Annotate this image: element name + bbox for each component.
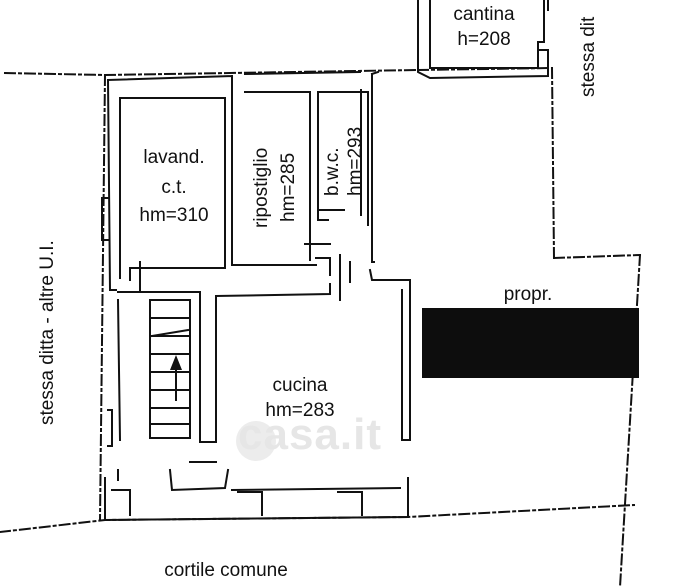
- propr-label: propr.: [503, 284, 553, 305]
- bwc-walls: [317, 73, 375, 263]
- ripostiglio-door: [315, 257, 331, 276]
- boundary-far-right-dashed: [618, 253, 642, 587]
- boundary-right-vertical-dashed: [550, 66, 556, 260]
- ripostiglio-label: ripostiglio: [251, 147, 272, 228]
- outer-wall-top: [106, 70, 380, 87]
- bottom-window-left: [111, 489, 131, 516]
- boundary-top-left-dashed: [3, 71, 107, 77]
- watermark-logo-icon: [236, 421, 276, 461]
- lavanderia-ct: c.t.: [161, 177, 187, 198]
- boundary-left-dashed: [98, 73, 107, 522]
- stair-diagonal: [150, 328, 190, 338]
- top-right-label: stessa dit: [578, 16, 599, 97]
- misc-door-marks: [304, 243, 341, 301]
- cantina-walls: [417, 0, 549, 80]
- cucina-label: cucina: [272, 375, 328, 396]
- lavanderia-label: lavand.: [143, 147, 205, 168]
- boundary-top-dashed: [103, 68, 420, 77]
- lavanderia-walls: [119, 97, 226, 281]
- boundary-right-lane-dashed: [552, 253, 642, 260]
- cantina-label: cantina: [453, 4, 515, 25]
- bwc-height: hm=293: [345, 126, 366, 196]
- lavanderia-height: hm=310: [139, 205, 209, 226]
- outer-wall-bottom: [104, 477, 409, 522]
- ripostiglio-walls: [231, 85, 317, 266]
- propr-block: [422, 308, 639, 378]
- bottom-window-mid: [237, 491, 363, 516]
- cucina-height: hm=283: [265, 400, 335, 421]
- cucina-walls: [199, 261, 411, 443]
- cantina-height: h=208: [457, 29, 511, 50]
- watermark: casa.it: [238, 410, 382, 459]
- stair-treads: [149, 317, 191, 425]
- bottom-inner-wall: [117, 468, 402, 492]
- stair-arrow-icon: [170, 355, 182, 370]
- stair-walls: [117, 291, 201, 441]
- left-notch: [107, 409, 113, 447]
- outer-wall-left: [106, 78, 117, 291]
- cucina-right-inner: [401, 289, 411, 441]
- ripostiglio-height: hm=285: [278, 152, 299, 222]
- left-corridor-walls: [116, 261, 141, 442]
- boundary-bottom-dashed: [0, 503, 636, 534]
- bwc-label: b.w.c.: [322, 147, 343, 196]
- stair-stringer: [149, 299, 191, 439]
- lavanderia-window: [101, 197, 109, 241]
- left-side-label: stessa ditta - altre U.I.: [37, 240, 58, 425]
- cortile-label: cortile comune: [164, 560, 288, 581]
